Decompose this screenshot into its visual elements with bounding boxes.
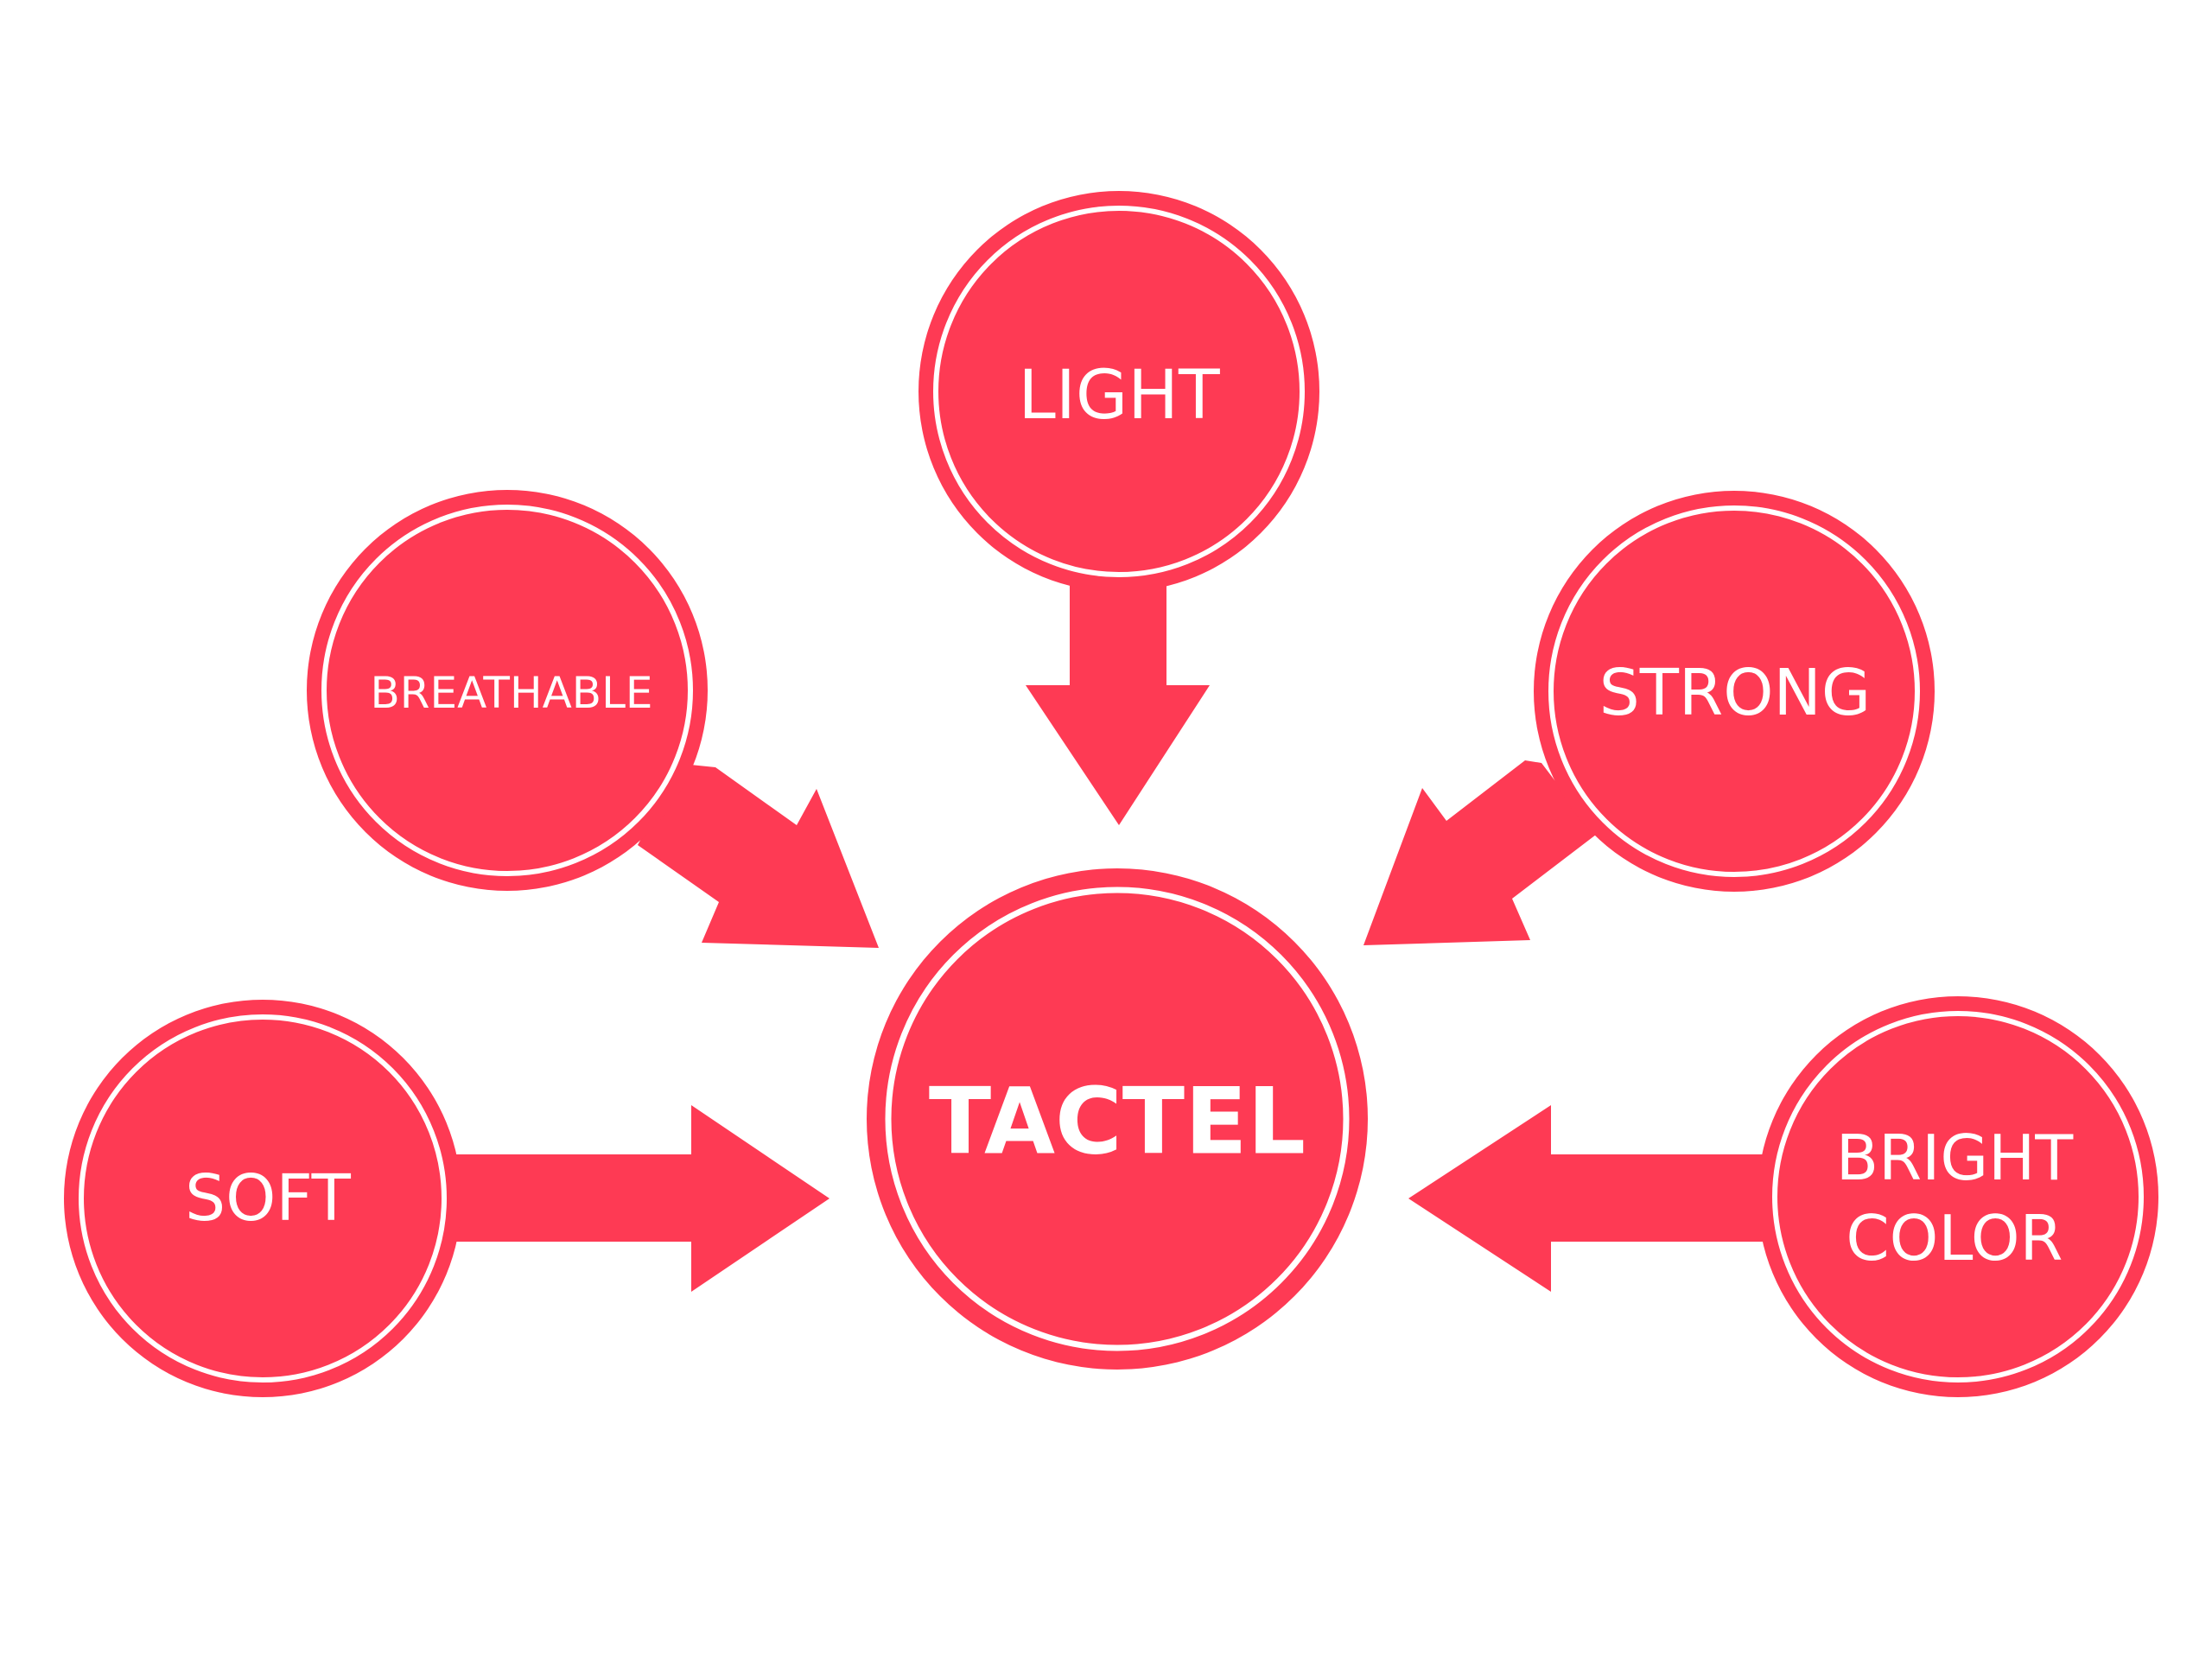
arrow-light-to-tactel [1026,583,1210,825]
node-bright-color-label-line2: COLOR [1846,1202,2063,1274]
node-tactel: TACTEL [867,868,1368,1370]
node-light-circle [918,191,1319,592]
arrows [454,583,1773,1292]
node-light: LIGHT [918,191,1319,592]
node-strong-ring [1548,505,1920,877]
node-soft-ring [79,1014,447,1382]
node-strong-label: STRONG [1599,656,1872,730]
node-breathable: BREATHABLE [307,490,708,891]
node-bright-color: BRIGHT COLOR [1758,996,2158,1397]
node-bright-color-label-line1: BRIGHT [1836,1122,2075,1194]
arrow-bright-color-to-tactel [1408,1105,1773,1292]
node-tactel-ring [885,887,1350,1351]
node-light-ring [933,206,1305,577]
node-soft: SOFT [64,1000,461,1397]
node-breathable-label: BREATHABLE [370,668,652,718]
node-tactel-label: TACTEL [929,1069,1306,1175]
arrow-strong-to-tactel [1363,760,1596,945]
node-soft-circle [64,1000,461,1397]
node-light-label: LIGHT [1018,357,1220,435]
node-tactel-circle [867,868,1368,1370]
node-breathable-circle [307,490,708,891]
arrow-soft-to-tactel [454,1105,830,1292]
node-bright-color-circle [1758,996,2158,1397]
node-strong: STRONG [1534,491,1935,892]
arrow-breathable-to-tactel [638,764,879,948]
node-strong-circle [1534,491,1935,892]
node-breathable-ring [321,505,693,876]
node-bright-color-ring [1772,1011,2144,1382]
node-soft-label: SOFT [185,1161,351,1236]
